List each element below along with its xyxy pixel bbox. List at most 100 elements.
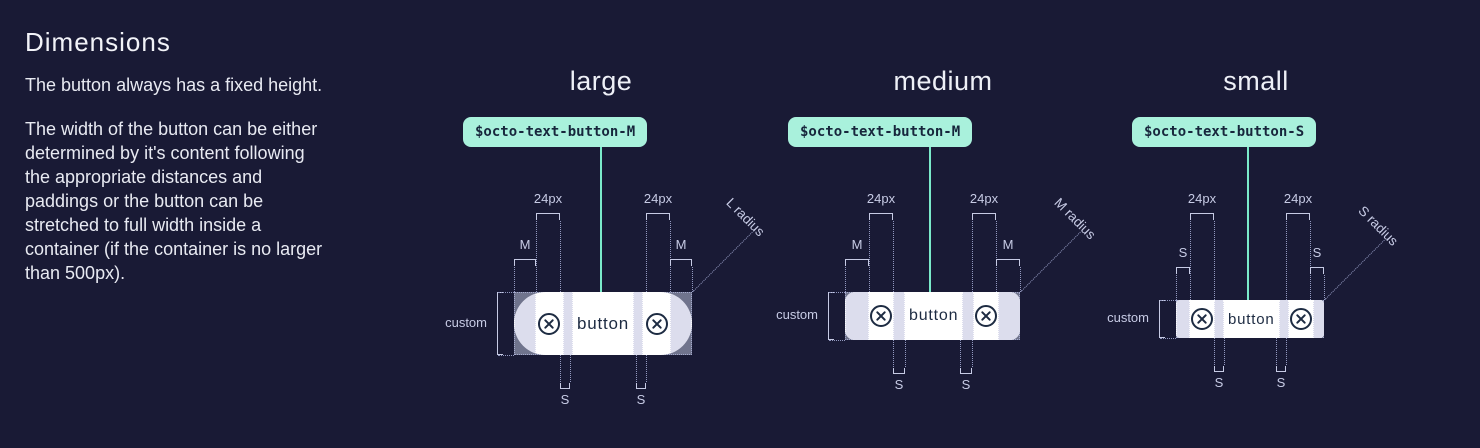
token-text: $octo-text-button-M <box>800 124 961 140</box>
padding-stripe <box>845 292 869 340</box>
measure-bracket <box>1276 366 1286 372</box>
height-label: custom <box>776 307 818 322</box>
dotted-guide-line <box>1276 338 1277 365</box>
padding-label-right: M <box>675 237 687 252</box>
icon-size-label-right: 24px <box>969 191 999 206</box>
dotted-guide-line <box>1214 221 1215 300</box>
gap-label-right: S <box>961 377 971 392</box>
button-label: button <box>576 313 630 333</box>
dotted-guide-line <box>1310 221 1311 300</box>
size-title: large <box>569 66 633 96</box>
icon-zone <box>536 292 563 355</box>
measure-bracket <box>972 213 996 220</box>
dotted-guide-line <box>692 267 693 292</box>
measure-bracket <box>514 259 536 266</box>
dotted-guide-line <box>845 267 846 292</box>
dotted-guide-line <box>560 355 561 382</box>
measure-bracket <box>636 383 646 389</box>
dotted-guide-line <box>536 221 537 292</box>
button-mock: button <box>1176 300 1324 338</box>
measure-bracket <box>670 259 692 266</box>
measure-bracket <box>646 213 670 220</box>
close-circle-icon <box>645 312 668 335</box>
button-surface: button <box>845 292 1020 340</box>
close-circle-icon <box>1289 308 1312 330</box>
dotted-guide-line <box>560 221 561 292</box>
icon-size-label-left: 24px <box>1187 191 1217 206</box>
dotted-guide-line <box>1324 275 1325 300</box>
padding-label-left: M <box>519 237 531 252</box>
measure-bracket <box>869 213 893 220</box>
size-title: medium <box>893 66 993 96</box>
gap-stripe <box>1214 300 1224 338</box>
dotted-guide-line <box>905 340 906 367</box>
icon-zone <box>1190 300 1214 338</box>
height-label: custom <box>445 314 487 330</box>
dotted-guide-line <box>996 221 997 292</box>
button-surface: button <box>514 292 692 355</box>
token-text: $octo-text-button-M <box>475 124 636 140</box>
token-badge: $octo-text-button-M <box>788 117 973 147</box>
button-surface: button <box>1176 300 1324 338</box>
gap-label-left: S <box>894 377 904 392</box>
gap-stripe <box>633 292 644 355</box>
dotted-guide-line <box>1286 338 1287 365</box>
close-circle-icon <box>870 305 892 327</box>
dotted-guide-line <box>514 267 515 292</box>
dotted-guide-line <box>570 355 571 382</box>
padding-label-right: M <box>1002 237 1014 252</box>
measure-bracket <box>893 368 905 374</box>
dotted-guide-line <box>498 292 514 293</box>
dotted-guide-line <box>972 221 973 292</box>
padding-stripe <box>1176 300 1190 338</box>
token-connector-line <box>929 147 931 316</box>
button-mock: button <box>845 292 1020 340</box>
measure-bracket <box>1310 267 1324 274</box>
icon-size-label-left: 24px <box>866 191 896 206</box>
dotted-guide-line <box>498 355 514 356</box>
measure-bracket <box>1176 267 1190 274</box>
token-badge: $octo-text-button-S <box>1132 117 1317 147</box>
dotted-guide-line <box>1020 267 1021 292</box>
dotted-guide-line <box>1214 338 1215 365</box>
dotted-guide-line <box>829 340 845 341</box>
close-circle-icon <box>538 312 561 335</box>
padding-stripe <box>514 292 536 355</box>
dotted-guide-line <box>646 221 647 292</box>
padding-label-left: M <box>851 237 863 252</box>
padding-label-right: S <box>1312 245 1322 260</box>
dotted-guide-line <box>646 355 647 382</box>
measure-bracket <box>560 383 570 389</box>
icon-size-label-right: 24px <box>1283 191 1313 206</box>
icon-zone <box>974 292 998 340</box>
icon-size-label-right: 24px <box>643 191 673 206</box>
dotted-guide-line <box>1224 338 1225 365</box>
padding-label-left: S <box>1178 245 1188 260</box>
measure-bracket <box>1286 213 1310 220</box>
gap-label-right: S <box>636 392 646 407</box>
dotted-guide-line <box>829 292 845 293</box>
dotted-guide-line <box>636 355 637 382</box>
token-connector-line <box>1247 147 1249 319</box>
button-label: button <box>909 307 959 324</box>
gap-label-right: S <box>1276 375 1286 390</box>
dotted-guide-line <box>893 221 894 292</box>
measure-bracket <box>845 259 869 266</box>
button-mock: button <box>514 292 692 355</box>
gap-stripe <box>1278 300 1289 338</box>
dotted-guide-line <box>972 340 973 367</box>
padding-stripe <box>998 292 1020 340</box>
measure-bracket <box>996 259 1020 266</box>
token-connector-line <box>600 147 602 324</box>
intro-paragraph-2: The width of the button can be either de… <box>25 119 323 283</box>
measure-bracket <box>1190 213 1214 220</box>
dotted-guide-line <box>893 340 894 367</box>
close-circle-icon <box>975 305 998 327</box>
measure-bracket <box>960 368 972 374</box>
dotted-guide-line <box>1160 300 1176 301</box>
height-bracket <box>1159 300 1165 338</box>
